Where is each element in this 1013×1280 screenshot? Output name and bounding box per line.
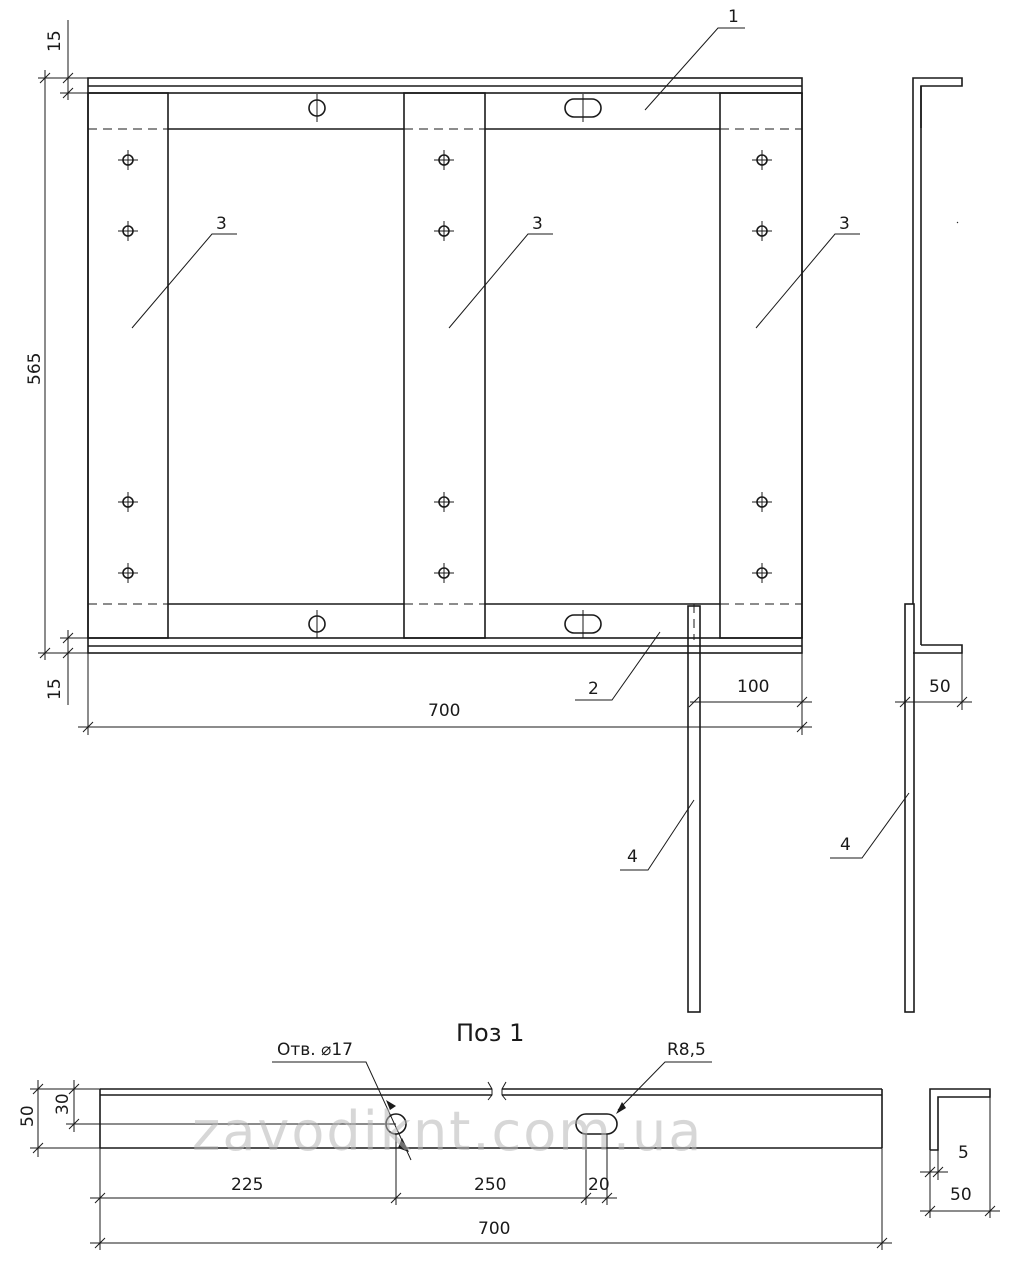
strap-right [719, 92, 803, 639]
label-part-3-left: 3 [216, 214, 227, 234]
front-dimensions: 565 15 15 700 100 [25, 20, 812, 735]
detail-pos1: Поз 1 Отв. ⌀17 R8,5 50 [18, 1019, 1000, 1250]
dim-top-flange: 15 [45, 30, 65, 52]
label-part-1: 1 [728, 7, 739, 27]
dim-width: 700 [428, 701, 460, 721]
dim-post-offset: 100 [737, 677, 769, 697]
label-part-2: 2 [588, 679, 599, 699]
hole-note: Отв. ⌀17 [277, 1040, 353, 1060]
label-part-3-right: 3 [839, 214, 850, 234]
strap-left [87, 92, 169, 639]
post-side [904, 603, 915, 1013]
detail-slot [575, 1113, 618, 1135]
side-view: 50 4 [830, 77, 972, 1013]
detail-dim-height: 50 [18, 1105, 38, 1127]
bolt-holes [118, 150, 772, 583]
slot-radius: R8,5 [667, 1040, 706, 1060]
watermark: zavodiknt.com.ua [192, 1100, 703, 1163]
label-part-3-middle: 3 [532, 214, 543, 234]
detail-dim-hole-height: 30 [53, 1093, 73, 1115]
detail-title: Поз 1 [456, 1019, 524, 1047]
angle-width: 50 [950, 1185, 972, 1205]
dim-side-width: 50 [929, 677, 951, 697]
angle-section [929, 1088, 991, 1151]
detail-dim-slot-len: 20 [588, 1175, 610, 1195]
detail-dim-hole-x: 225 [231, 1175, 263, 1195]
post-front [687, 605, 701, 1013]
front-view: 1 3 3 3 2 4 [87, 7, 860, 1013]
detail-dim-slot-x: 250 [474, 1175, 506, 1195]
label-part-4-front: 4 [627, 847, 638, 867]
label-part-4-side: 4 [840, 835, 851, 855]
strap-middle [403, 92, 486, 639]
dim-bottom-flange: 15 [45, 678, 65, 700]
detail-dim-length: 700 [478, 1219, 510, 1239]
angle-thickness: 5 [958, 1143, 969, 1163]
dim-height: 565 [25, 353, 45, 385]
